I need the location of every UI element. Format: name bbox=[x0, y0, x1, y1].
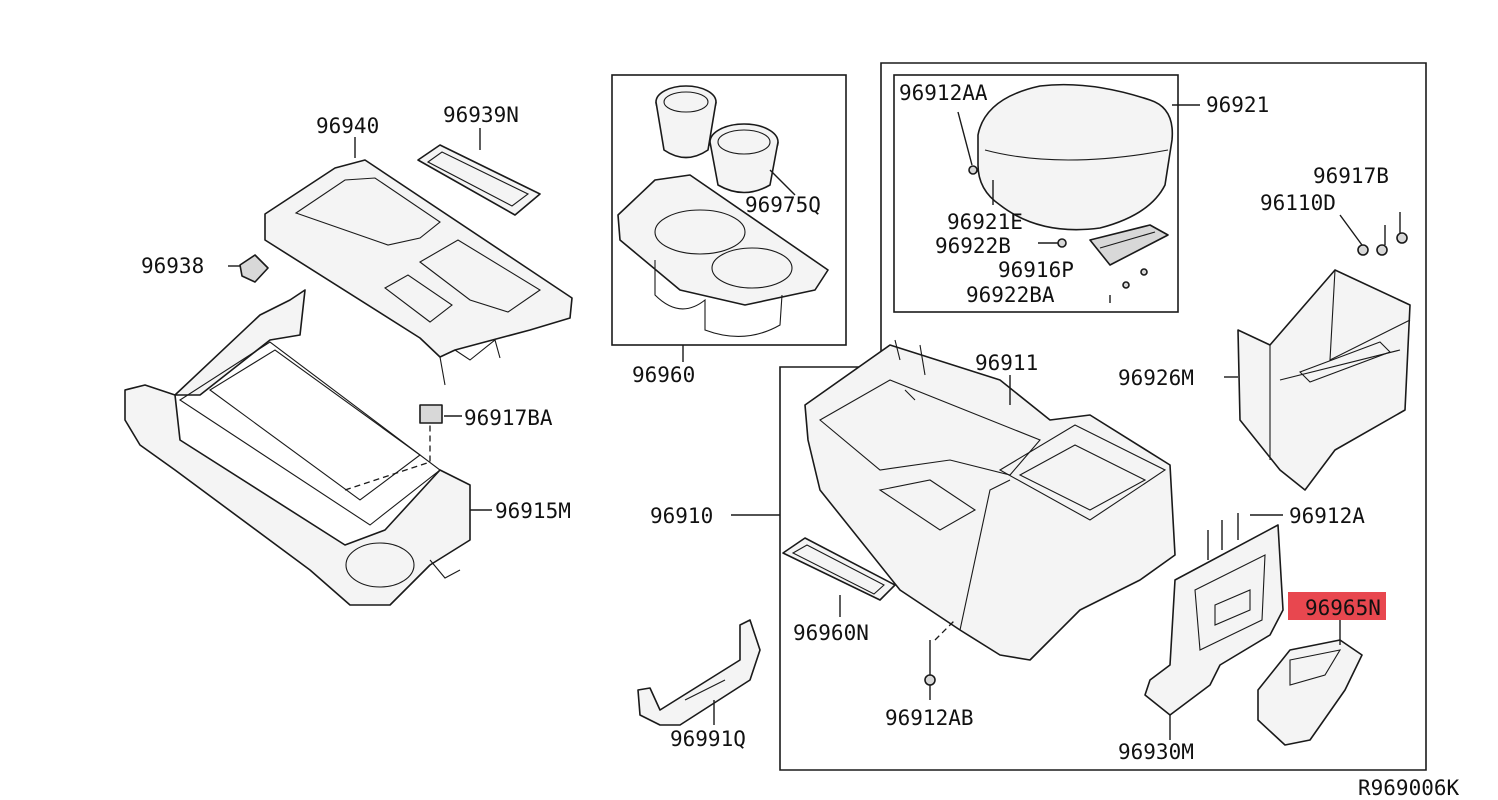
label-96917B[interactable]: 96917B bbox=[1313, 164, 1389, 188]
label-96975Q[interactable]: 96975Q bbox=[745, 193, 821, 217]
mat-96960N[interactable] bbox=[782, 537, 896, 601]
label-96939N[interactable]: 96939N bbox=[443, 103, 519, 127]
label-96940[interactable]: 96940 bbox=[316, 114, 379, 138]
label-96912AB[interactable]: 96912AB bbox=[885, 706, 974, 730]
label-96912A[interactable]: 96912A bbox=[1289, 504, 1365, 528]
finisher-96940[interactable] bbox=[264, 159, 573, 386]
tray-96915M[interactable] bbox=[124, 289, 471, 606]
label-96922BA[interactable]: 96922BA bbox=[966, 283, 1055, 307]
console-96910[interactable] bbox=[804, 339, 1176, 661]
clip-96917BA[interactable] bbox=[419, 404, 443, 424]
finisher-96930M[interactable] bbox=[1144, 524, 1284, 716]
label-96917BA[interactable]: 96917BA bbox=[464, 406, 553, 430]
label-96960[interactable]: 96960 bbox=[632, 363, 695, 387]
ashtray-96965N[interactable] bbox=[1257, 639, 1363, 746]
screw-96922BA[interactable] bbox=[1109, 268, 1148, 303]
screw-96922B[interactable] bbox=[1038, 238, 1067, 248]
highlight-96965N bbox=[1288, 592, 1386, 620]
screws-96912A[interactable] bbox=[1207, 513, 1239, 560]
clip-96938[interactable] bbox=[239, 254, 269, 283]
lid-96921[interactable] bbox=[977, 83, 1174, 231]
label-96921E[interactable]: 96921E bbox=[947, 210, 1023, 234]
diagram-code: R969006K bbox=[1358, 776, 1460, 800]
nut-96110D[interactable] bbox=[1339, 214, 1369, 256]
screws-96917B[interactable] bbox=[1376, 212, 1408, 256]
label-96938[interactable]: 96938 bbox=[141, 254, 204, 278]
frame-cup-holder bbox=[611, 74, 847, 346]
bracket-96991Q[interactable] bbox=[637, 619, 761, 726]
label-96930M[interactable]: 96930M bbox=[1118, 740, 1194, 764]
label-96991Q[interactable]: 96991Q bbox=[670, 727, 746, 751]
label-96965N[interactable]: 96965N bbox=[1305, 596, 1381, 620]
label-96110D[interactable]: 96110D bbox=[1260, 191, 1336, 215]
cup-insert-96975Q[interactable] bbox=[655, 85, 779, 194]
latch-96916P[interactable] bbox=[1089, 224, 1169, 266]
label-96912AA[interactable]: 96912AA bbox=[899, 81, 988, 105]
label-96911[interactable]: 96911 bbox=[975, 351, 1038, 375]
label-96915M[interactable]: 96915M bbox=[495, 499, 571, 523]
trim-96939N[interactable] bbox=[417, 144, 541, 216]
label-96921[interactable]: 96921 bbox=[1206, 93, 1269, 117]
label-96922B[interactable]: 96922B bbox=[935, 234, 1011, 258]
cup-holder-96960[interactable] bbox=[617, 174, 829, 337]
dash-96912AB bbox=[934, 619, 956, 641]
label-96916P[interactable]: 96916P bbox=[998, 258, 1074, 282]
screw-96912AB[interactable] bbox=[924, 640, 936, 700]
bin-96926M[interactable] bbox=[1237, 269, 1411, 491]
leader-96975Q bbox=[769, 169, 796, 196]
label-96910[interactable]: 96910 bbox=[650, 504, 713, 528]
label-96926M[interactable]: 96926M bbox=[1118, 366, 1194, 390]
frame-armrest bbox=[893, 74, 1179, 313]
label-96960N[interactable]: 96960N bbox=[793, 621, 869, 645]
screw-96912AA[interactable] bbox=[957, 111, 978, 175]
